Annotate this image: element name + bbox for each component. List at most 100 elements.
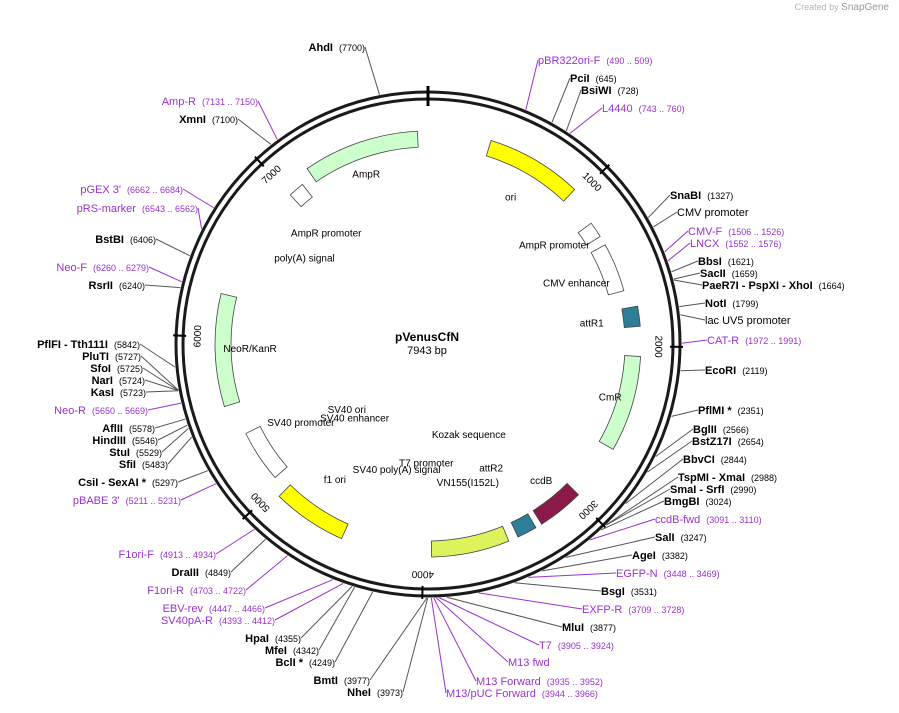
site-label[interactable]: M13/pUC Forward(3944 .. 3966) [446,688,598,700]
site-label[interactable]: EGFP-N(3448 .. 3469) [616,568,720,580]
site-label[interactable]: T7(3905 .. 3924) [539,640,614,652]
site-label[interactable]: MfeI(4342) [265,645,319,657]
site-label[interactable]: BmgBI(3024) [664,496,731,508]
site-label[interactable]: SacII(1659) [700,268,758,280]
feature-0[interactable] [485,140,576,202]
site-label[interactable]: BbvCI(2844) [683,454,747,466]
leader-line [402,597,429,693]
site-label[interactable]: Neo-F(6260 .. 6279) [56,262,149,274]
site-position: (1659) [732,269,758,279]
site-name: SV40pA-R [161,615,213,627]
site-name: pBR322ori-F [538,55,601,67]
leader-line [230,538,266,573]
site-label[interactable]: HpaI(4355) [245,633,301,645]
feature-9[interactable] [245,425,288,479]
feature-10[interactable] [214,292,241,408]
site-label[interactable]: AhdI(7700) [309,42,365,54]
site-label[interactable]: BstZ17I(2654) [692,436,764,448]
site-label[interactable]: BsiWI(728) [581,85,639,97]
site-label[interactable]: DraIII(4849) [171,567,231,579]
leader-line [140,355,179,391]
site-label[interactable]: KasI(5723) [91,387,146,399]
site-label[interactable]: pBABE 3'(5211 .. 5231) [73,495,181,507]
site-label[interactable]: PluTI (5727) [82,351,141,363]
site-label[interactable]: SalI(3247) [655,532,707,544]
site-label[interactable]: TspMI - XmaI(2988) [678,472,777,484]
site-label[interactable]: Amp-R(7131 .. 7150) [162,96,258,108]
site-label[interactable]: M13 fwd [508,657,550,669]
site-label[interactable]: pBR322ori-F(490 .. 509) [538,55,652,67]
site-label[interactable]: HindIII(5546) [92,435,158,447]
feature-label-12: SV40 promoter [267,418,335,429]
site-label[interactable]: SmaI - SrfI(2990) [670,484,756,496]
site-name: CsiI - SexAI * [78,477,147,489]
site-label[interactable]: CMV-F(1506 .. 1526) [688,226,784,238]
site-label[interactable]: PciI(645) [570,73,617,85]
site-label[interactable]: CAT-R(1972 .. 1991) [707,335,801,347]
site-label[interactable]: SfoI(5725) [90,363,143,375]
site-label[interactable]: StuI(5529) [109,447,162,459]
site-label[interactable]: L4440(743 .. 760) [602,103,685,115]
site-label[interactable]: RsrII(6240) [89,280,145,292]
feature-6[interactable] [510,513,537,538]
site-label[interactable]: pGEX 3'(6662 .. 6684) [80,184,183,196]
site-label[interactable]: BsgI(3531) [601,586,657,598]
leader-line [647,194,671,218]
site-label[interactable]: Neo-R(5650 .. 5669) [54,405,148,417]
tick-label: 6000 [192,324,204,347]
site-label[interactable]: SfiI(5483) [119,459,168,471]
feature-12[interactable] [306,130,419,183]
site-label[interactable]: AgeI(3382) [632,550,688,562]
site-label[interactable]: LNCX(1552 .. 1576) [690,238,781,250]
site-label[interactable]: NarI(5724) [92,375,145,387]
feature-7[interactable] [430,525,510,558]
site-label[interactable]: BbsI(1621) [698,256,754,268]
site-label[interactable]: AflII(5578) [102,423,155,435]
leader-line [528,572,617,578]
site-label[interactable]: M13 Forward(3935 .. 3952) [476,676,603,688]
site-label[interactable]: BclI *(4249) [275,657,335,669]
site-name: StuI [109,447,130,459]
feature-4[interactable] [598,355,642,450]
site-label[interactable]: EcoRI(2119) [705,365,768,377]
site-label[interactable]: PflFI - Tth111I(5842) [37,339,140,351]
site-label[interactable]: EBV-rev(4447 .. 4466) [163,603,265,615]
site-label[interactable]: CMV promoter [677,207,749,219]
site-label[interactable]: NotI(1799) [705,298,758,310]
site-position: (3977) [344,676,370,686]
feature-3[interactable] [621,305,641,328]
site-label[interactable]: ccdB-fwd(3091 .. 3110) [655,514,762,526]
site-name: SfoI [90,363,111,375]
site-position: (5727) [115,352,141,362]
site-position: (4447 .. 4466) [209,604,265,614]
site-label[interactable]: BmtI(3977) [314,675,370,687]
feature-2[interactable] [590,244,625,296]
site-label[interactable]: PaeR7I - PspXI - XhoI(1664) [702,280,845,292]
site-name: SfiI [119,459,136,471]
feature-8[interactable] [278,484,349,540]
feature-1[interactable] [577,222,601,246]
site-position: (728) [618,86,639,96]
site-label[interactable]: PflMI *(2351) [698,405,764,417]
site-label[interactable]: MluI(3877) [562,622,616,634]
site-label[interactable]: pRS-marker(6543 .. 6562) [77,203,198,215]
site-label[interactable]: BglII(2566) [693,424,749,436]
leader-line [673,272,701,280]
feature-11[interactable] [289,183,313,208]
feature-label-9: SV40 poly(A) signal [353,465,441,476]
site-name: EGFP-N [616,568,658,580]
site-label[interactable]: lac UV5 promoter [705,315,791,327]
site-label[interactable]: XmnI(7100) [179,114,238,126]
site-label[interactable]: NheI(3973) [347,687,403,699]
site-label[interactable]: SV40pA-R(4393 .. 4412) [161,615,275,627]
site-label[interactable]: BstBI(6406) [95,234,156,246]
site-label[interactable]: F1ori-R(4703 .. 4722) [147,585,246,597]
feature-5[interactable] [532,482,580,525]
site-label[interactable]: F1ori-F(4913 .. 4934) [119,549,217,561]
site-name: F1ori-F [119,549,155,561]
site-label[interactable]: CsiI - SexAI *(5297) [78,477,178,489]
site-label[interactable]: SnaBI(1327) [670,190,733,202]
site-label[interactable]: EXFP-R(3709 .. 3728) [582,604,684,616]
site-name: PluTI [82,351,109,363]
